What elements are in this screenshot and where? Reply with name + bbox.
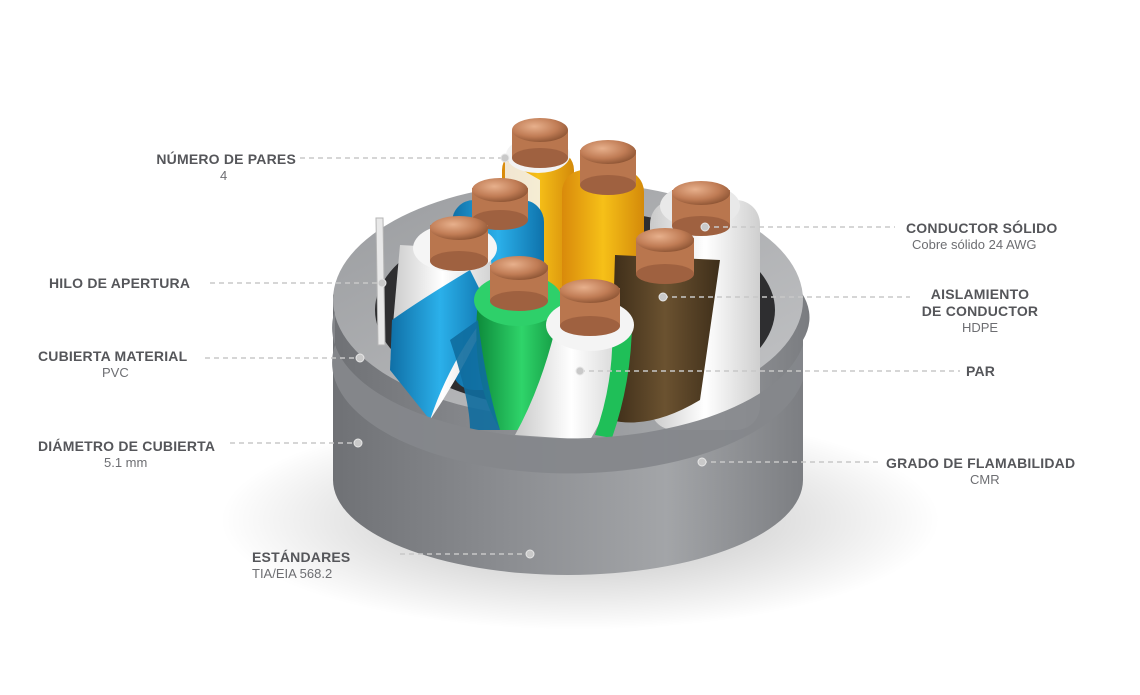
callout-ripcord: HILO DE APERTURA xyxy=(49,275,190,292)
dot-jacket xyxy=(355,353,365,363)
callout-pair: PAR xyxy=(966,363,995,380)
wire-blue-white xyxy=(390,216,497,420)
callout-jacket-value: PVC xyxy=(102,364,129,380)
dot-standards xyxy=(525,549,535,559)
dot-ripcord xyxy=(377,278,387,288)
callout-pairs-value: 4 xyxy=(220,167,228,183)
callout-pairs-title: NÚMERO DE PARES xyxy=(156,151,296,167)
callout-insulation: AISLAMIENTO DE CONDUCTOR HDPE xyxy=(918,286,1042,335)
conductor-bundle xyxy=(390,118,760,440)
dot-pair xyxy=(575,366,585,376)
leader-lines xyxy=(205,157,960,555)
callout-diameter: DIÁMETRO DE CUBIERTA 5.1 mm xyxy=(38,438,215,470)
callout-jacket: CUBIERTA MATERIAL PVC xyxy=(38,348,187,380)
callout-insulation-title-2: DE CONDUCTOR xyxy=(921,302,1039,319)
callout-standards-title: ESTÁNDARES xyxy=(252,549,351,565)
callout-conductor-value: Cobre sólido 24 AWG xyxy=(912,236,1037,252)
dot-diameter xyxy=(353,438,363,448)
callout-flame-value: CMR xyxy=(970,471,1000,487)
callout-pair-title: PAR xyxy=(966,363,996,379)
callout-pairs: NÚMERO DE PARES 4 xyxy=(150,151,296,183)
dot-conductor xyxy=(700,222,710,232)
callout-standards-value: TIA/EIA 568.2 xyxy=(252,565,333,581)
callout-diameter-value: 5.1 mm xyxy=(104,454,148,470)
callout-conductor-title: CONDUCTOR SÓLIDO xyxy=(906,220,1058,236)
callout-insulation-title-1: AISLAMIENTO xyxy=(930,286,1030,302)
callout-jacket-title: CUBIERTA MATERIAL xyxy=(38,348,188,364)
callout-diameter-title: DIÁMETRO DE CUBIERTA xyxy=(38,438,216,454)
callout-conductor: CONDUCTOR SÓLIDO Cobre sólido 24 AWG xyxy=(906,220,1058,252)
callout-insulation-value: HDPE xyxy=(961,319,999,335)
dot-pairs xyxy=(500,153,510,163)
wire-green-white xyxy=(515,279,634,440)
callout-flame-title: GRADO DE FLAMABILIDAD xyxy=(886,455,1076,471)
callout-ripcord-title: HILO DE APERTURA xyxy=(49,275,191,291)
dot-insulation xyxy=(658,292,668,302)
wire-brown xyxy=(610,228,720,423)
jacket-front-rim xyxy=(332,310,803,474)
callout-flame: GRADO DE FLAMABILIDAD CMR xyxy=(886,455,1075,487)
callout-standards: ESTÁNDARES TIA/EIA 568.2 xyxy=(252,549,350,581)
anchor-dots xyxy=(353,153,710,559)
dot-flame xyxy=(697,457,707,467)
